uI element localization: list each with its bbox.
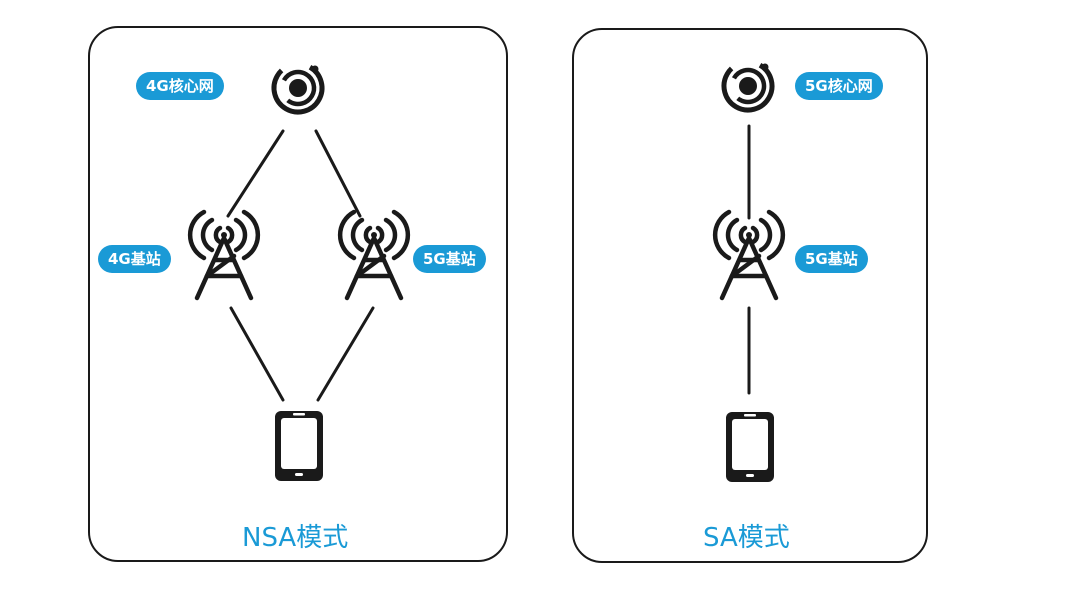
link-5g-station-to-phone [316,306,375,402]
sa-core-label: 5G核心网 [795,72,883,100]
core-network-icon [715,53,781,119]
link-core-to-5g-station [314,129,362,218]
link-4g-station-to-phone [229,306,285,402]
cell-tower-icon [190,212,258,298]
nsa-connections [226,129,375,402]
cell-tower-icon [340,212,408,298]
link-core-to-4g-station [226,129,285,218]
sa-mode-title: SA模式 [703,523,790,553]
nsa-4g-station-label: 4G基站 [98,245,171,273]
core-network-icon [265,55,331,121]
nsa-5g-station-label: 5G基站 [413,245,486,273]
nsa-mode-title: NSA模式 [242,523,349,553]
smartphone-icon [275,411,323,481]
cell-tower-icon [715,212,783,298]
smartphone-icon [726,412,774,482]
nsa-core-label: 4G核心网 [136,72,224,100]
sa-5g-station-label: 5G基站 [795,245,868,273]
